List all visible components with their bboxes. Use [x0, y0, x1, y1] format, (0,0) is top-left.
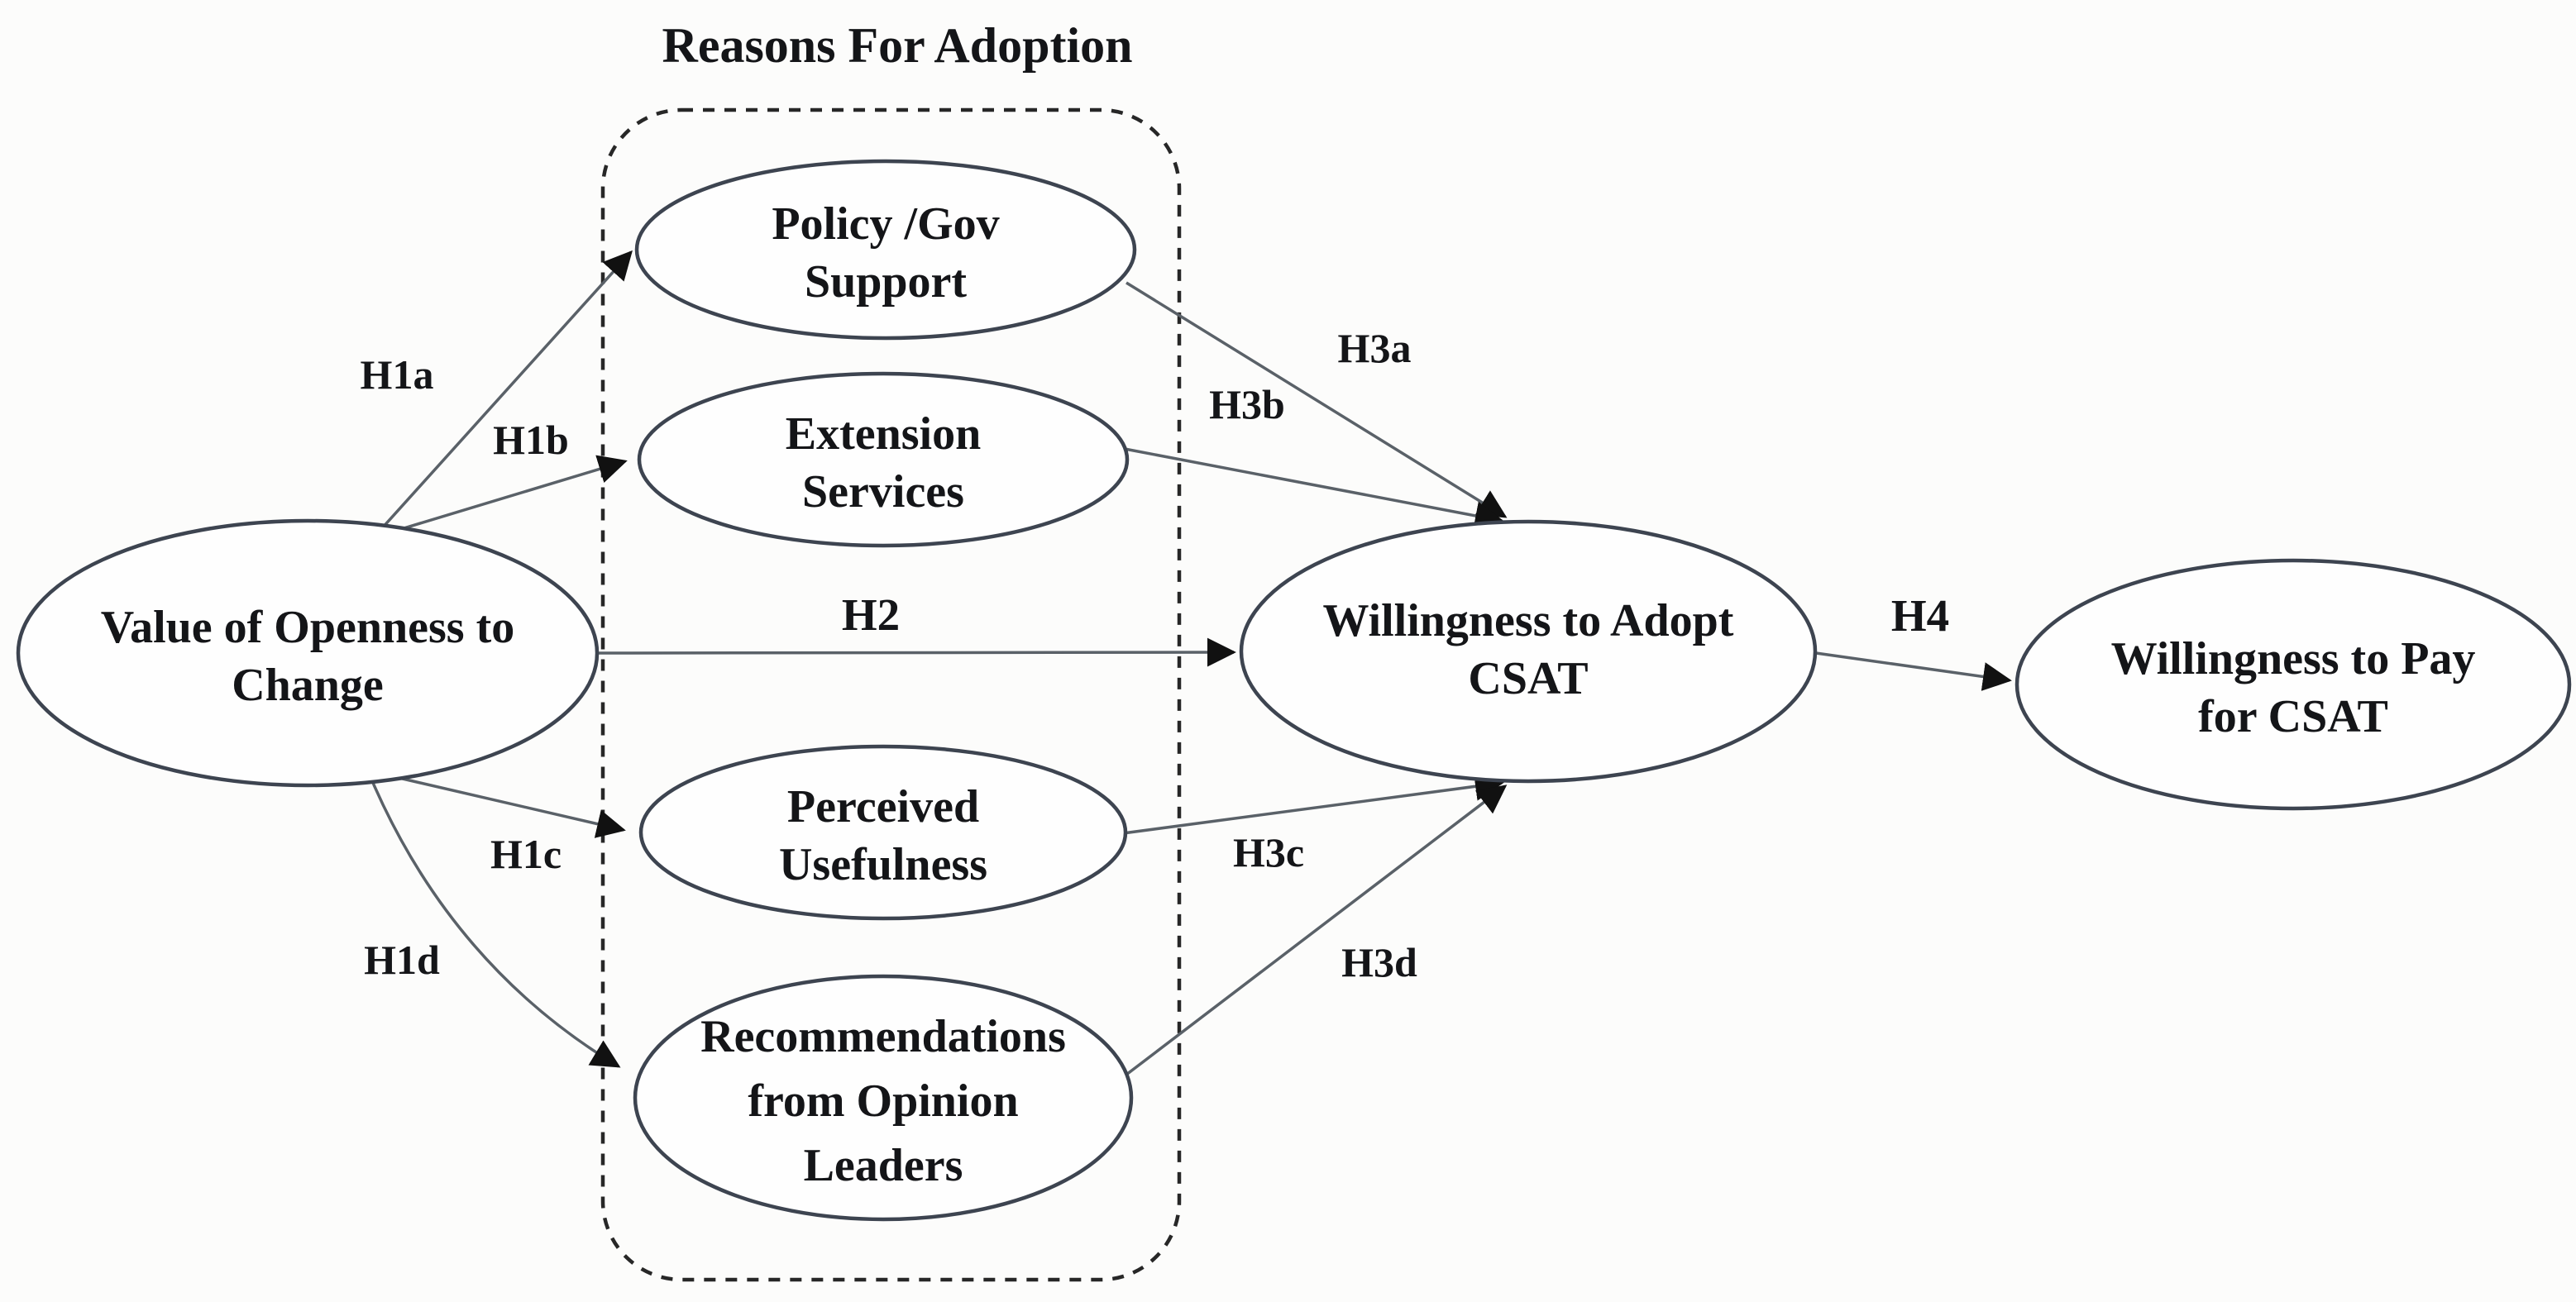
node-value-openness-label-line1: Value of Openness to	[101, 602, 514, 653]
edge-h3b-arrow	[1124, 447, 1504, 531]
node-recommendations-ellipse	[633, 974, 1134, 1222]
edge-label-h3b: H3b	[1209, 381, 1285, 427]
edge-label-h4: H4	[1891, 590, 1949, 641]
node-willingness-pay-ellipse	[2014, 558, 2572, 811]
edge-h1b-arrow	[373, 455, 628, 539]
node-willingness-adopt-label-line2: CSAT	[1468, 653, 1588, 704]
edge-h2-arrow	[596, 637, 1236, 667]
node-policy-gov-ellipse	[634, 159, 1137, 341]
node-extension-label-line2: Services	[802, 466, 964, 517]
node-perceived-label-line2: Usefulness	[779, 839, 987, 890]
node-policy-gov-label-line1: Policy /Gov	[772, 198, 999, 250]
edge-label-h1c: H1c	[490, 831, 562, 877]
edge-label-h3d: H3d	[1341, 939, 1417, 985]
node-willingness-pay-label-line1: Willingness to Pay	[2111, 633, 2476, 684]
node-recommendations-label-line2: from Opinion	[748, 1075, 1018, 1127]
node-value-openness-ellipse	[16, 518, 600, 788]
node-recommendations-label-line1: Recommendations	[700, 1011, 1066, 1062]
edge-h4-arrow	[1815, 651, 2012, 691]
node-perceived-usefulness-ellipse	[638, 744, 1128, 921]
edge-h3d-arrow	[1121, 785, 1508, 1079]
node-value-openness-label-line2: Change	[232, 660, 384, 711]
edge-h1c-arrow	[370, 770, 626, 838]
edge-label-h1a: H1a	[361, 351, 434, 398]
edge-label-h1b: H1b	[493, 417, 569, 463]
node-extension-services-ellipse	[637, 371, 1130, 548]
edge-h3c-arrow	[1122, 771, 1504, 835]
edge-h1d-arrow	[365, 766, 621, 1068]
node-policy-gov-label-line2: Support	[805, 256, 967, 308]
edge-label-h3c: H3c	[1233, 829, 1304, 875]
edge-label-h1d: H1d	[364, 937, 440, 983]
edge-label-h2: H2	[842, 589, 900, 640]
group-title: Reasons For Adoption	[662, 18, 1132, 73]
edge-h1a-arrow	[372, 250, 633, 539]
node-extension-label-line1: Extension	[786, 408, 982, 460]
node-willingness-pay-label-line2: for CSAT	[2198, 691, 2388, 742]
edge-h3a-arrow	[1126, 281, 1508, 518]
node-perceived-label-line1: Perceived	[787, 781, 979, 832]
node-willingness-adopt-label-line1: Willingness to Adopt	[1323, 595, 1734, 646]
edge-label-h3a: H3a	[1338, 325, 1412, 371]
node-willingness-adopt-ellipse	[1239, 519, 1818, 784]
node-recommendations-label-line3: Leaders	[804, 1140, 963, 1191]
